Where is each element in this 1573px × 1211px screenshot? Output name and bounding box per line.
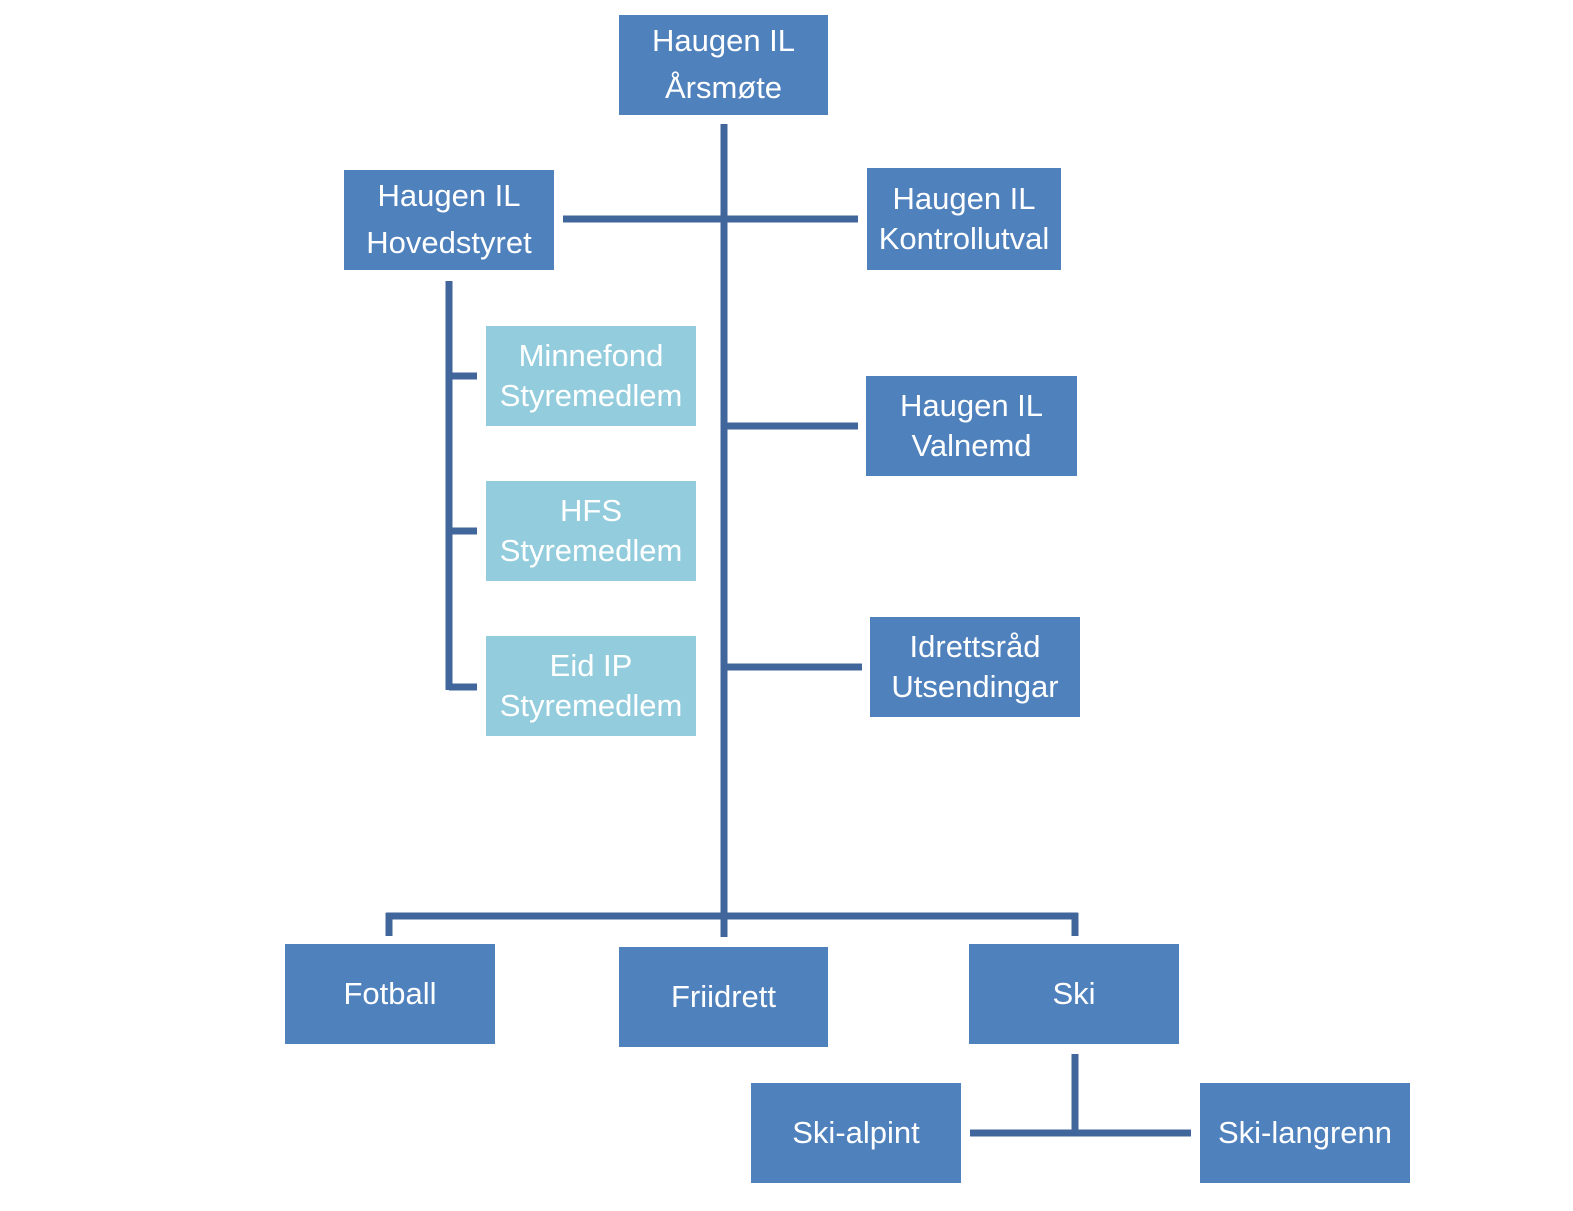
friidrett-node: Friidrett — [619, 947, 828, 1047]
minnefond-node: Minnefond Styremedlem — [486, 326, 696, 426]
hovedstyret-node: Haugen IL Hovedstyret — [344, 170, 554, 270]
node-line-2: Valnemd — [911, 428, 1032, 463]
node-line-1: Haugen IL — [377, 178, 521, 214]
node-line-2: Styremedlem — [499, 533, 683, 568]
fotball-node: Fotball — [285, 944, 495, 1044]
node-line-2: Styremedlem — [499, 378, 683, 413]
ski-alpint-node: Ski-alpint — [751, 1083, 961, 1183]
node-line-2: Styremedlem — [499, 688, 683, 723]
ski-langrenn-node: Ski-langrenn — [1200, 1083, 1410, 1183]
hfs-node: HFS Styremedlem — [486, 481, 696, 581]
node-line-1: Haugen IL — [892, 180, 1036, 216]
kontrollutval-node: Haugen IL Kontrollutval — [867, 168, 1061, 270]
node-line-1: Haugen IL — [899, 387, 1044, 423]
node-line-1: Haugen IL — [651, 23, 796, 59]
node-line-1: Idrettsråd — [909, 628, 1041, 664]
valnemd-node: Haugen IL Valnemd — [866, 376, 1077, 476]
node-label: Ski — [1052, 975, 1096, 1011]
arsmote-node: Haugen IL Årsmøte — [619, 15, 828, 115]
node-label: Fotball — [343, 975, 437, 1011]
node-line-2: Utsendingar — [891, 669, 1059, 704]
node-line-2: Årsmøte — [664, 70, 783, 106]
ski-node: Ski — [969, 944, 1179, 1044]
node-label: Ski-langrenn — [1217, 1114, 1393, 1150]
node-label: Friidrett — [670, 978, 777, 1014]
node-line-2: Kontrollutval — [878, 221, 1050, 256]
idrettsrad-node: Idrettsråd Utsendingar — [870, 617, 1080, 717]
node-line-1: HFS — [560, 492, 622, 528]
eid-ip-node: Eid IP Styremedlem — [486, 636, 696, 736]
node-line-2: Hovedstyret — [366, 225, 532, 261]
node-line-1: Eid IP — [549, 647, 633, 683]
node-label: Ski-alpint — [792, 1114, 920, 1150]
node-line-1: Minnefond — [518, 337, 664, 373]
